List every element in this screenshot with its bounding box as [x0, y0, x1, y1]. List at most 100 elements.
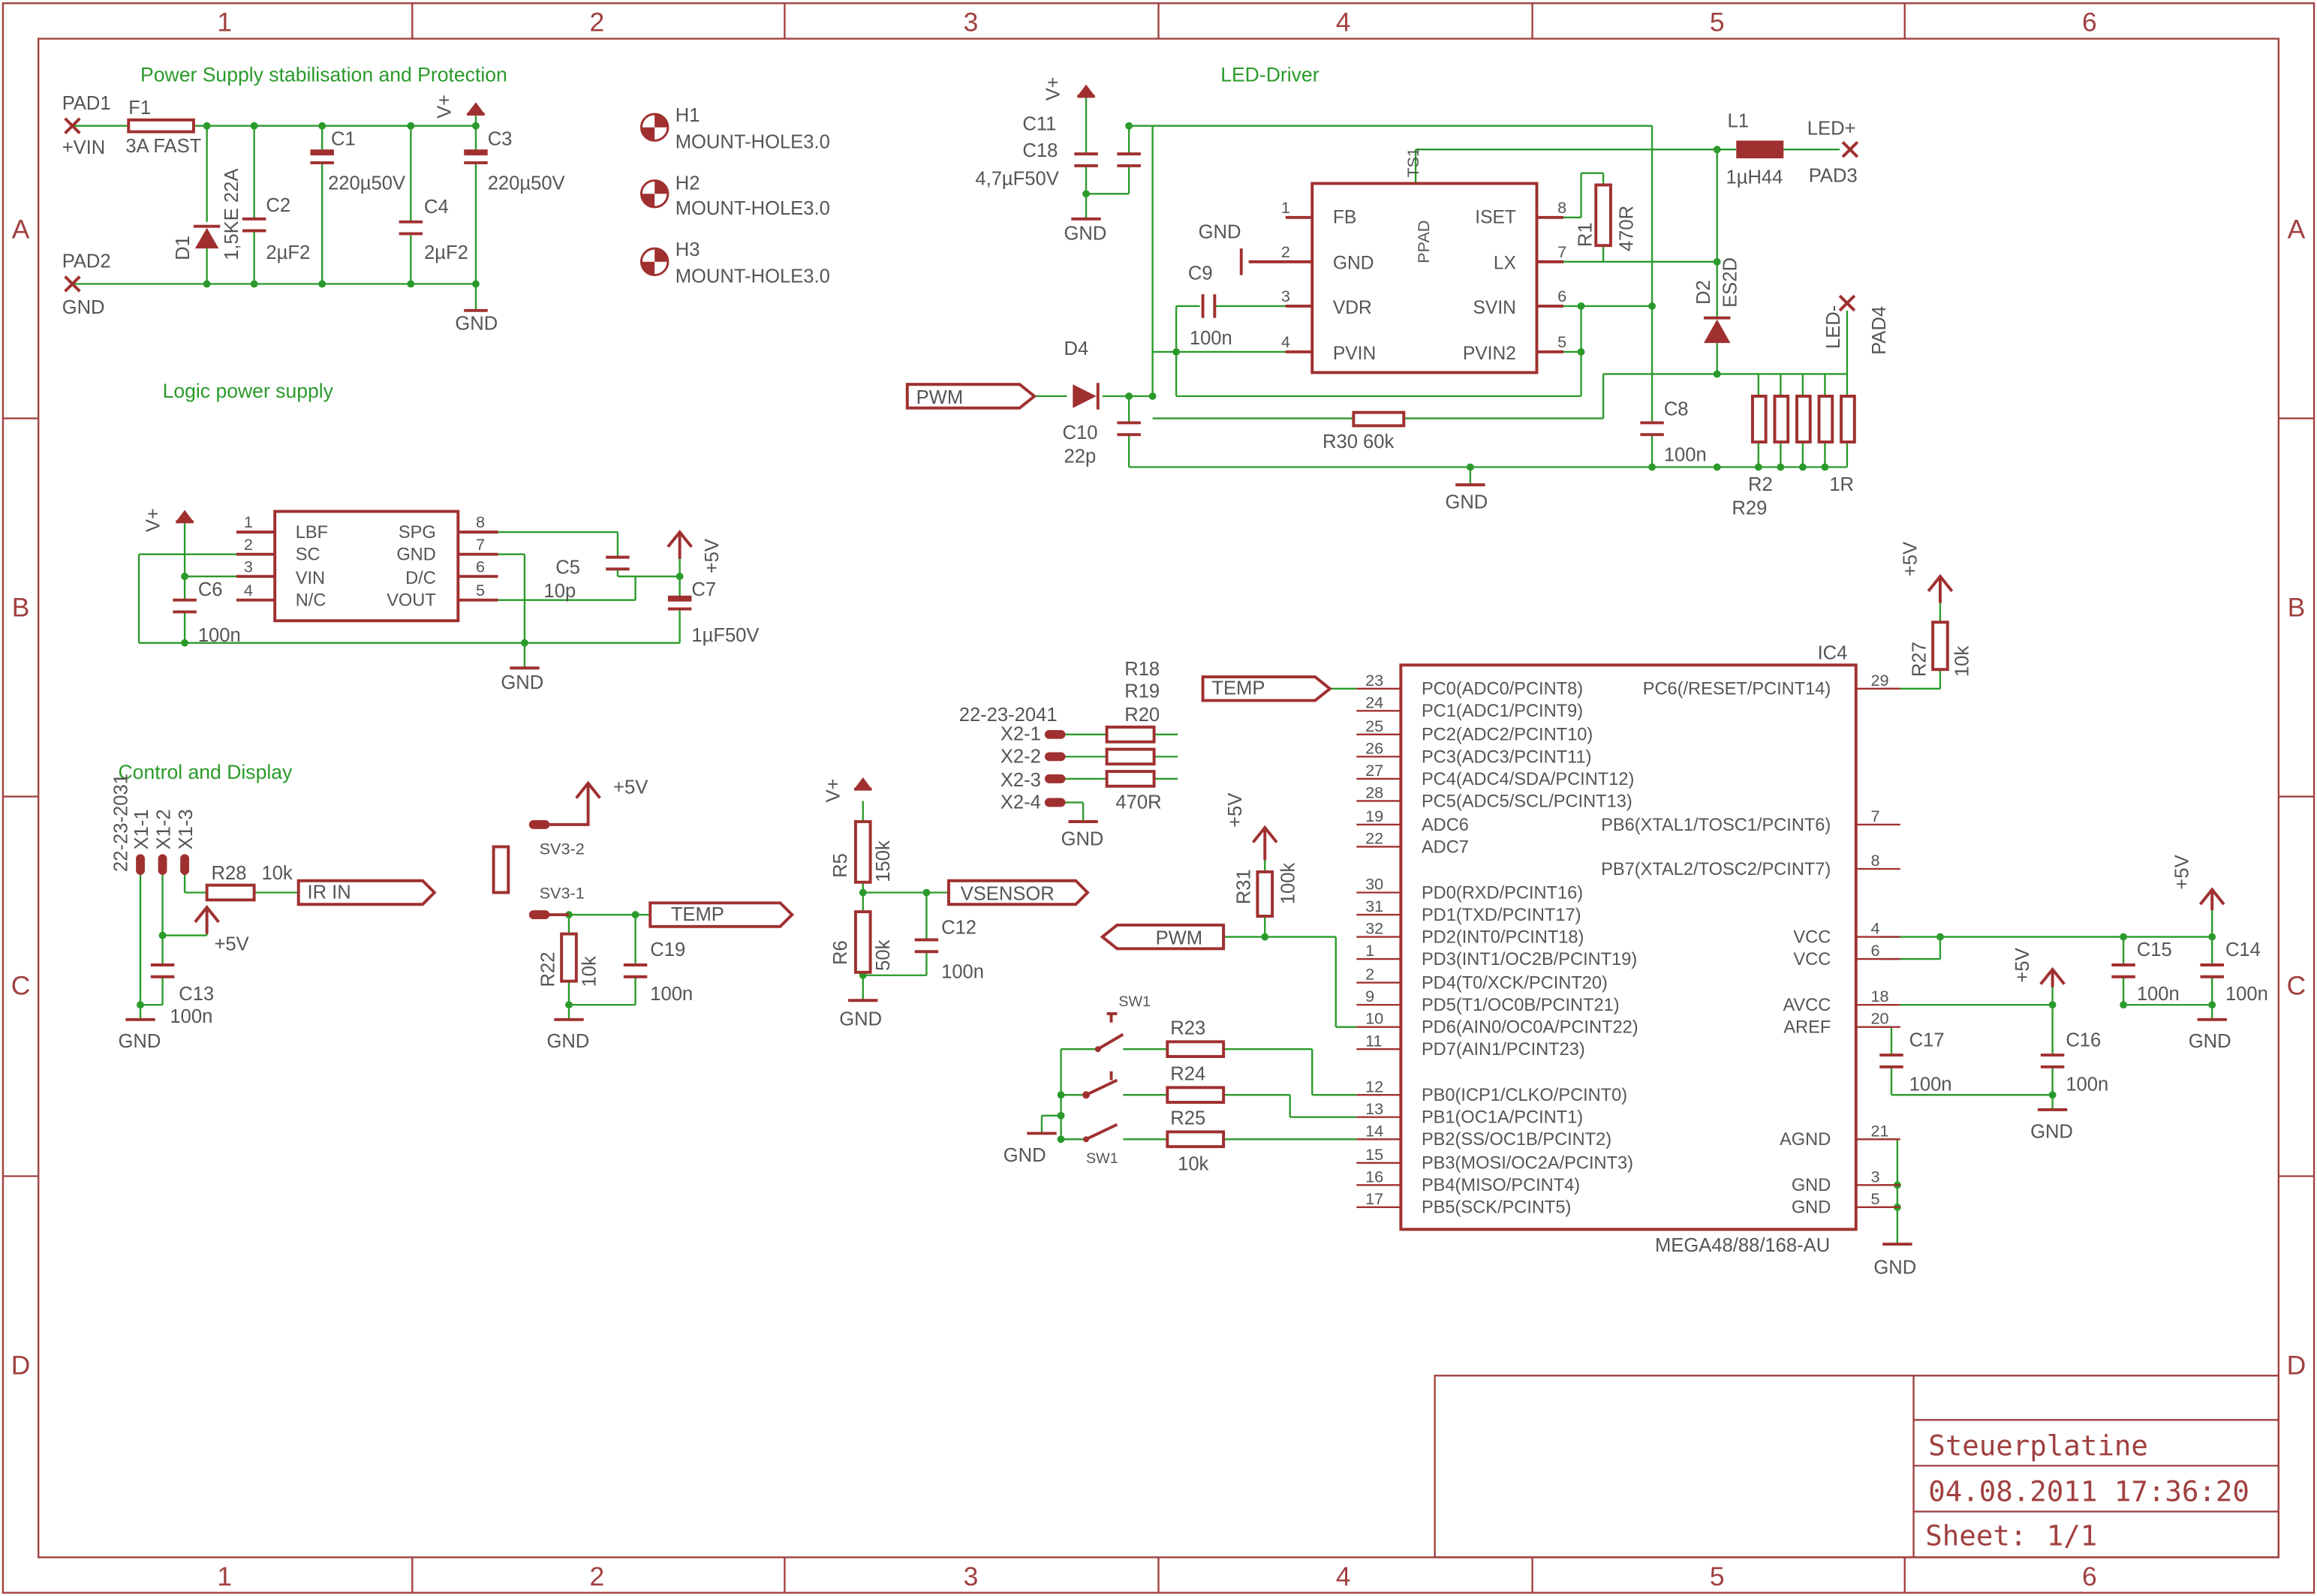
ic-pin-num: 6: [1557, 287, 1566, 305]
vplus-label: V+: [1043, 77, 1064, 101]
c13-name: C13: [179, 984, 214, 1005]
mcu-pin-name: PB6(XTAL1/TOSC1/PCINT6): [1601, 816, 1831, 835]
mcu-pin-name: PC3(ADC3/PCINT11): [1422, 747, 1592, 767]
drawing-date: 04.08.2011 17:36:20: [1928, 1475, 2249, 1508]
pad3-label: PAD3: [1809, 166, 1858, 187]
mcu-pin-name: PC2(ADC2/PCINT10): [1422, 726, 1593, 745]
row-label: A: [12, 214, 30, 244]
x1-pin3: X1-3: [176, 809, 197, 849]
gnd-label: GND: [455, 313, 498, 334]
gnd-label: GND: [501, 672, 543, 693]
row-label: D: [11, 1350, 31, 1380]
pwm-label: PWM: [916, 387, 964, 408]
power-supply-section: PAD1 +VIN PAD2 GND F1 3A FAST D1 1,5KE 2…: [62, 93, 565, 334]
mcu-pin-num: 22: [1365, 829, 1383, 848]
c19-name: C19: [650, 939, 685, 960]
pad1-label: PAD1: [62, 93, 111, 114]
mcu-pin-num: 27: [1365, 761, 1383, 780]
mcu-pin-num: 10: [1365, 1009, 1383, 1028]
r25-name: R25: [1170, 1108, 1205, 1129]
r30-label: R30 60k: [1322, 431, 1394, 452]
x2-connector: 22-23-2041: [959, 705, 1058, 726]
r29-name: R29: [1732, 498, 1767, 519]
c9-value: 100n: [1190, 328, 1232, 349]
row-label: A: [2288, 214, 2306, 244]
mcu-pin-num: 31: [1365, 897, 1383, 915]
mcu-pin-name: PD4(T0/XCK/PCINT20): [1422, 973, 1608, 993]
r18-name: R18: [1124, 659, 1160, 680]
r31-value: 100k: [1278, 863, 1299, 905]
pad4-label: PAD4: [1869, 306, 1890, 355]
l1-name: L1: [1727, 111, 1748, 132]
gnd-label: GND: [1004, 1145, 1046, 1166]
hole-name: H3: [676, 239, 700, 260]
mcu-pin-name: PD6(AIN0/OC0A/PCINT22): [1422, 1018, 1638, 1038]
temp-label: TEMP: [1211, 678, 1265, 699]
mcu-pin-name: PB5(SCK/PCINT5): [1422, 1198, 1571, 1218]
heading-led-driver: LED-Driver: [1220, 64, 1319, 86]
col-label: 3: [964, 1561, 979, 1591]
c11-value: 4,7µF50V: [975, 168, 1058, 189]
mcu-pin-num: 21: [1870, 1121, 1888, 1140]
plus5v-label: +5V: [214, 933, 248, 954]
row-label: C: [11, 970, 31, 1000]
c3-name: C3: [488, 128, 513, 149]
mcu-pin-name: PD7(AIN1/PCINT23): [1422, 1040, 1585, 1059]
mcu-pin-name: GND: [1792, 1198, 1831, 1218]
plus5v-label: +5V: [2172, 855, 2193, 889]
c1-name: C1: [331, 128, 356, 149]
hole-value: MOUNT-HOLE3.0: [676, 198, 830, 219]
mcu-pin-num: 6: [1870, 941, 1879, 960]
col-label: 6: [2082, 8, 2097, 38]
mcu-pin-name: PC4(ADC4/SDA/PCINT12): [1422, 770, 1634, 789]
c4-value: 2µF2: [424, 242, 468, 263]
ic-pin-num: 5: [1557, 332, 1566, 351]
f1-name: F1: [128, 98, 151, 119]
mount-hole-icon: [639, 179, 670, 209]
ic-pin-num: 6: [476, 557, 485, 576]
row-label: C: [2287, 970, 2306, 1000]
ic-pin-name: SPG: [399, 523, 436, 543]
col-label: 5: [1710, 1561, 1725, 1591]
x1-pin1: X1-1: [131, 809, 152, 849]
ic-pin-name: VIN: [296, 569, 325, 588]
pad2-net: GND: [62, 297, 105, 318]
plus5v-label: +5V: [613, 777, 648, 798]
mcu-pin-num: 25: [1365, 717, 1383, 735]
ic-pin-num: 2: [1281, 242, 1290, 261]
mcu-pin-num: 12: [1365, 1077, 1383, 1096]
c6-value: 100n: [198, 625, 241, 646]
c18-name: C18: [1022, 140, 1058, 161]
col-label: 4: [1336, 1561, 1351, 1591]
vsensor-label: VSENSOR: [961, 883, 1055, 904]
c12-value: 100n: [941, 962, 984, 983]
mcu-pin-name: VCC: [1793, 950, 1831, 969]
mcu-pin-num: 17: [1365, 1189, 1383, 1208]
c5-value: 10p: [544, 581, 576, 602]
ic-pin-name: PVIN2: [1463, 344, 1516, 364]
plus5v-label: +5V: [1225, 793, 1246, 828]
gnd-label: GND: [1061, 829, 1104, 850]
r-value: 470R: [1115, 792, 1161, 813]
ic-pin-name: VOUT: [387, 591, 436, 611]
ic-pin-name: ISET: [1475, 208, 1516, 228]
c19-value: 100n: [650, 984, 693, 1005]
mcu-pin-name: VCC: [1793, 927, 1831, 947]
c7-value: 1µF50V: [691, 625, 759, 646]
ic-pin-num: 4: [244, 581, 253, 600]
mcu-pin-name: PB2(SS/OC1B/PCINT2): [1422, 1130, 1611, 1150]
d2-value: ES2D: [1720, 257, 1741, 308]
mcu-pin-num: 26: [1365, 738, 1383, 757]
x2-pin: X2-1: [1001, 724, 1041, 745]
gnd-label: GND: [1064, 223, 1107, 244]
c6-name: C6: [198, 579, 223, 600]
sw1-label: SW1: [1118, 993, 1151, 1010]
c16-name: C16: [2066, 1029, 2101, 1050]
ic-gnd-net: GND: [1199, 221, 1241, 242]
ledminus-label: LED-: [1823, 305, 1844, 349]
irin-label: IR IN: [308, 882, 351, 903]
mcu-pin-name: PB3(MOSI/OC2A/PCINT3): [1422, 1154, 1633, 1174]
c13-value: 100n: [170, 1006, 212, 1027]
title-block: Steuerplatine 04.08.2011 17:36:20 Sheet:…: [1925, 1429, 2249, 1552]
